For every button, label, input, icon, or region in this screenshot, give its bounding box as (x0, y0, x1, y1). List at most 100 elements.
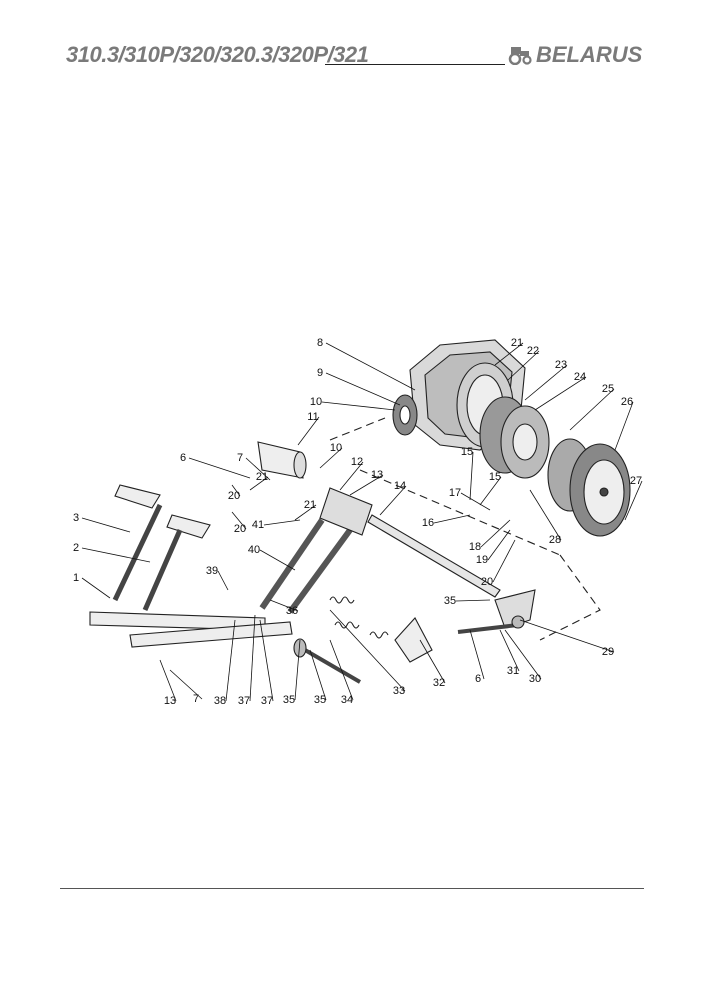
callout-label: 35 (314, 694, 326, 706)
callout-label: 20 (228, 490, 240, 502)
leader-line (480, 519, 511, 548)
callout-label: 34 (341, 694, 353, 706)
leader-line (614, 401, 634, 451)
leader-line (487, 529, 511, 561)
leader-line (433, 514, 471, 524)
leader-line (231, 484, 241, 497)
leader-line (245, 457, 271, 481)
footer-rule (60, 888, 644, 889)
callout-label: 21 (304, 499, 316, 511)
callout-label: 26 (621, 396, 633, 408)
leader-line (294, 504, 317, 521)
leader-line (492, 539, 516, 583)
link-rods (259, 487, 373, 614)
shaft (367, 514, 501, 598)
leader-line (81, 577, 111, 599)
leader-line (499, 629, 520, 672)
leader-line (169, 669, 203, 700)
leader-line (339, 461, 364, 491)
leader-line (81, 517, 131, 533)
callout-label: 22 (527, 345, 539, 357)
leader-line (81, 547, 151, 563)
callout-label: 15 (461, 446, 473, 458)
leader-line (329, 639, 354, 701)
callout-label: 9 (317, 367, 323, 379)
callout-label: 15 (489, 471, 501, 483)
callout-label: 17 (449, 487, 461, 499)
callout-label: 12 (351, 456, 363, 468)
springs (329, 596, 389, 639)
callout-label: 24 (574, 371, 586, 383)
leader-line (231, 511, 247, 530)
callout-label: 10 (330, 442, 342, 454)
callout-label: 35 (444, 595, 456, 607)
callout-label: 16 (422, 517, 434, 529)
leader-line (504, 629, 542, 680)
dashed-lines (329, 417, 601, 641)
leader-line (379, 485, 407, 516)
leader-line (455, 599, 491, 602)
lever-tube (257, 441, 307, 479)
bolt (293, 638, 362, 684)
leader-line (321, 401, 396, 411)
leader-line (479, 476, 502, 506)
leader-line (569, 388, 615, 431)
leader-line (249, 614, 256, 702)
leader-line (294, 639, 301, 701)
callout-label: 20 (234, 523, 246, 535)
leader-line (225, 619, 236, 702)
callout-label: 2 (73, 542, 79, 554)
callout-label: 28 (549, 534, 561, 546)
callout-label: 7 (237, 452, 243, 464)
callout-label: 27 (630, 475, 642, 487)
part-drawings (89, 339, 631, 684)
model-title: 310.3/310P/320/320.3/320P/321 (66, 42, 369, 67)
leader-line (624, 480, 643, 521)
leader-line (325, 372, 401, 406)
callout-label: 18 (469, 541, 481, 553)
leader-line (259, 619, 274, 702)
leader-line (297, 416, 320, 446)
callout-label: 41 (252, 519, 264, 531)
callout-label: 14 (394, 480, 406, 492)
callout-label: 20 (481, 576, 493, 588)
callout-label: 21 (256, 471, 268, 483)
leader-line (349, 474, 384, 496)
leader-line (263, 519, 301, 526)
pedal-arms (89, 611, 293, 648)
leader-line (217, 570, 229, 591)
pedals (112, 484, 211, 612)
callout-label: 31 (507, 665, 519, 677)
leader-line (419, 639, 446, 684)
leader-line (188, 457, 251, 479)
callout-label: 13 (164, 695, 176, 707)
callout-label: 13 (371, 469, 383, 481)
callout-label: 19 (476, 554, 488, 566)
leader-line (460, 492, 491, 511)
leader-line (319, 447, 343, 469)
callout-label: 38 (214, 695, 226, 707)
brand-logo: BELARUS (508, 42, 642, 68)
callout-label: 37 (238, 695, 250, 707)
leader-line (524, 364, 568, 401)
clutch-discs (479, 396, 631, 537)
header-rule (325, 64, 505, 65)
callout-label: 35 (283, 694, 295, 706)
callout-label: 11 (307, 411, 318, 423)
leader-line (529, 489, 562, 541)
tractor-icon (508, 47, 532, 65)
callout-label: 25 (602, 383, 614, 395)
release-bearing (392, 394, 418, 436)
callout-label: 40 (248, 544, 260, 556)
leader-line (309, 649, 327, 701)
callout-label: 37 (261, 695, 273, 707)
callout-label: 29 (602, 646, 614, 658)
leader-line (269, 599, 299, 612)
leader-line (494, 342, 524, 366)
callout-label: 8 (317, 337, 323, 349)
plate (394, 617, 433, 663)
callout-label: 30 (529, 673, 541, 685)
callout-label: 3 (73, 512, 79, 524)
